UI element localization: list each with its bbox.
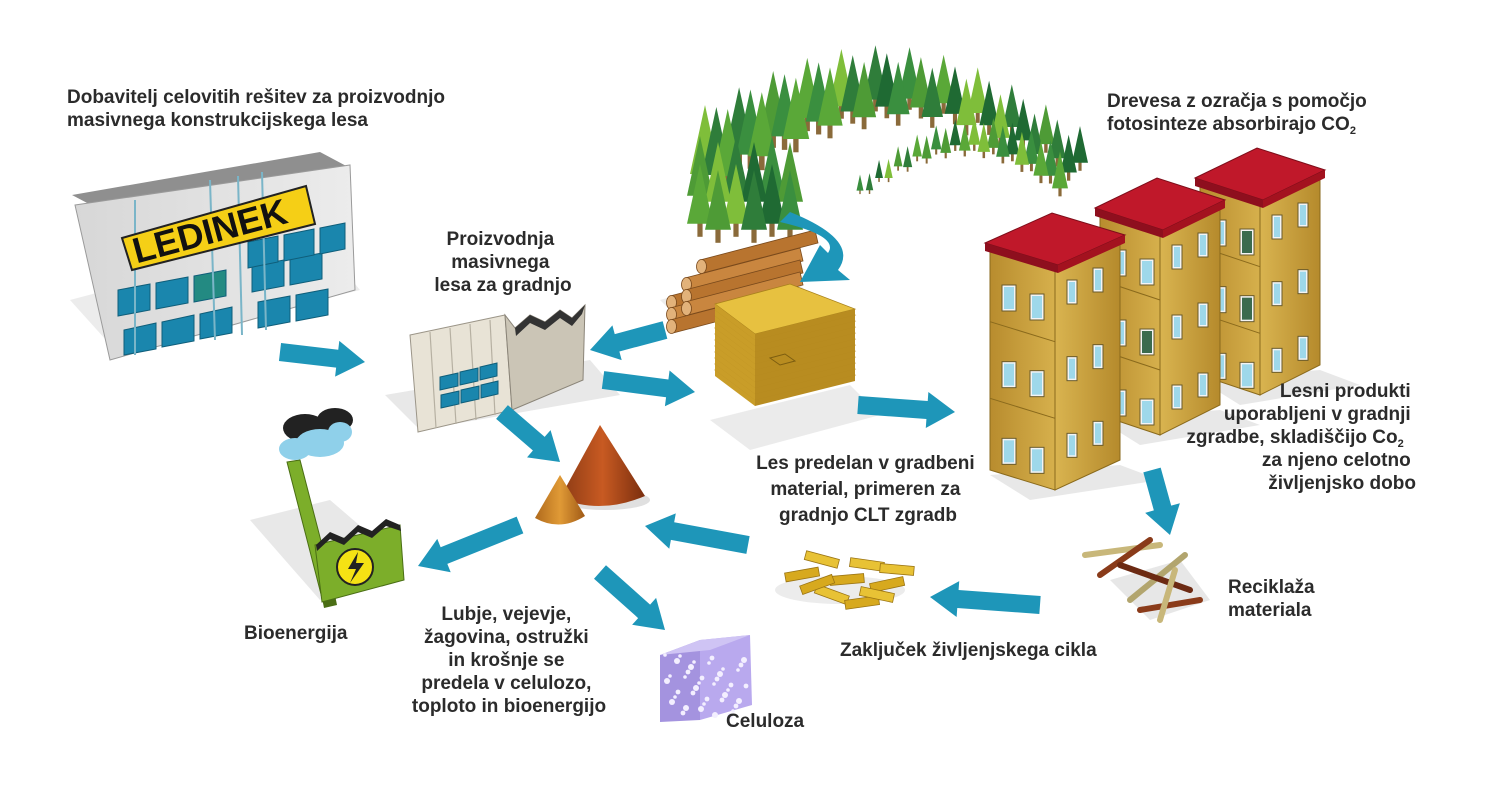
flow-arrow	[645, 513, 750, 554]
bioenergy-label: Bioenergija	[244, 623, 348, 644]
building-storage-label: Lesni produkti uporabljeni v gradnji zgr…	[1186, 381, 1416, 494]
forest	[687, 45, 1088, 243]
flow-arrow	[590, 321, 668, 361]
flow-arrow	[857, 392, 955, 428]
flow-arrow-curved	[780, 212, 850, 282]
byproducts-label: Lubje, vejevje, žagovina, ostružki in kr…	[412, 604, 606, 717]
cellulose-blocks	[660, 635, 752, 722]
flow-arrow	[496, 405, 560, 462]
flow-arrow	[930, 581, 1041, 617]
flow-arrow	[418, 516, 524, 573]
end-of-life-label: Zaključek življenjskega cikla	[840, 640, 1097, 661]
labels: Dobavitelj celovitih rešitev za proizvod…	[67, 87, 1416, 732]
wood-scrap	[775, 550, 915, 610]
processed-material-label: Les predelan v gradbeni material, primer…	[756, 453, 980, 526]
smoke-cloud	[279, 408, 353, 460]
recycling-debris	[1082, 537, 1210, 623]
production-label: Proizvodnja masivnega lesa za gradnjo	[434, 229, 571, 296]
flow-arrow	[601, 370, 695, 407]
bioenergy-plant	[250, 408, 405, 608]
supplier-label: Dobavitelj celovitih rešitev za proizvod…	[67, 87, 450, 131]
cellulose-label: Celuloza	[726, 711, 805, 732]
recycling-label: Reciklaža materiala	[1228, 577, 1320, 621]
sawdust-piles	[535, 425, 650, 525]
factory-windows	[117, 222, 346, 356]
flow-arrow	[278, 340, 365, 377]
sawmill	[385, 303, 620, 433]
trees-label: Drevesa z ozračja s pomočjo fotosinteze …	[1107, 91, 1372, 137]
flow-arrow	[594, 565, 665, 630]
flow-arrows	[278, 212, 1180, 630]
flow-arrow	[1143, 467, 1180, 535]
clt-buildings	[983, 147, 1360, 500]
ledinek-factory: LEDINEK	[70, 152, 360, 361]
clt-panel-stack	[710, 283, 880, 450]
